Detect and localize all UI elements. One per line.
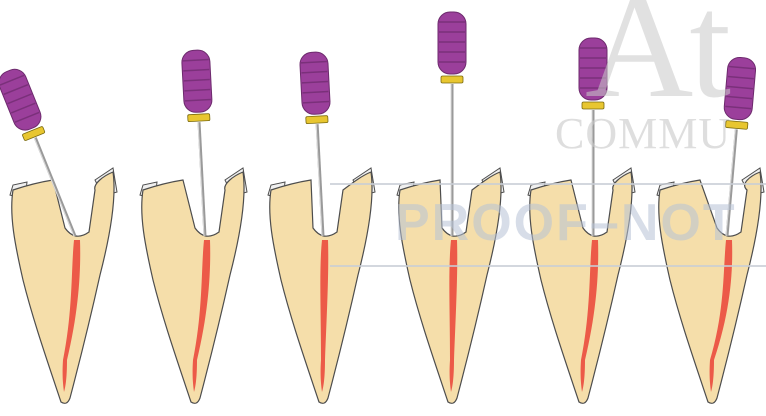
file-shaft	[317, 124, 323, 236]
tooth-1	[0, 66, 117, 404]
watermark-proof-text: PROOF–NOT	[395, 193, 737, 253]
rubber-stopper	[441, 76, 463, 83]
file-shaft	[199, 122, 205, 236]
watermark-company-text: COMMU	[555, 108, 731, 159]
rubber-stopper	[188, 114, 210, 122]
rubber-stopper	[306, 116, 328, 124]
tooth-2	[140, 50, 247, 404]
